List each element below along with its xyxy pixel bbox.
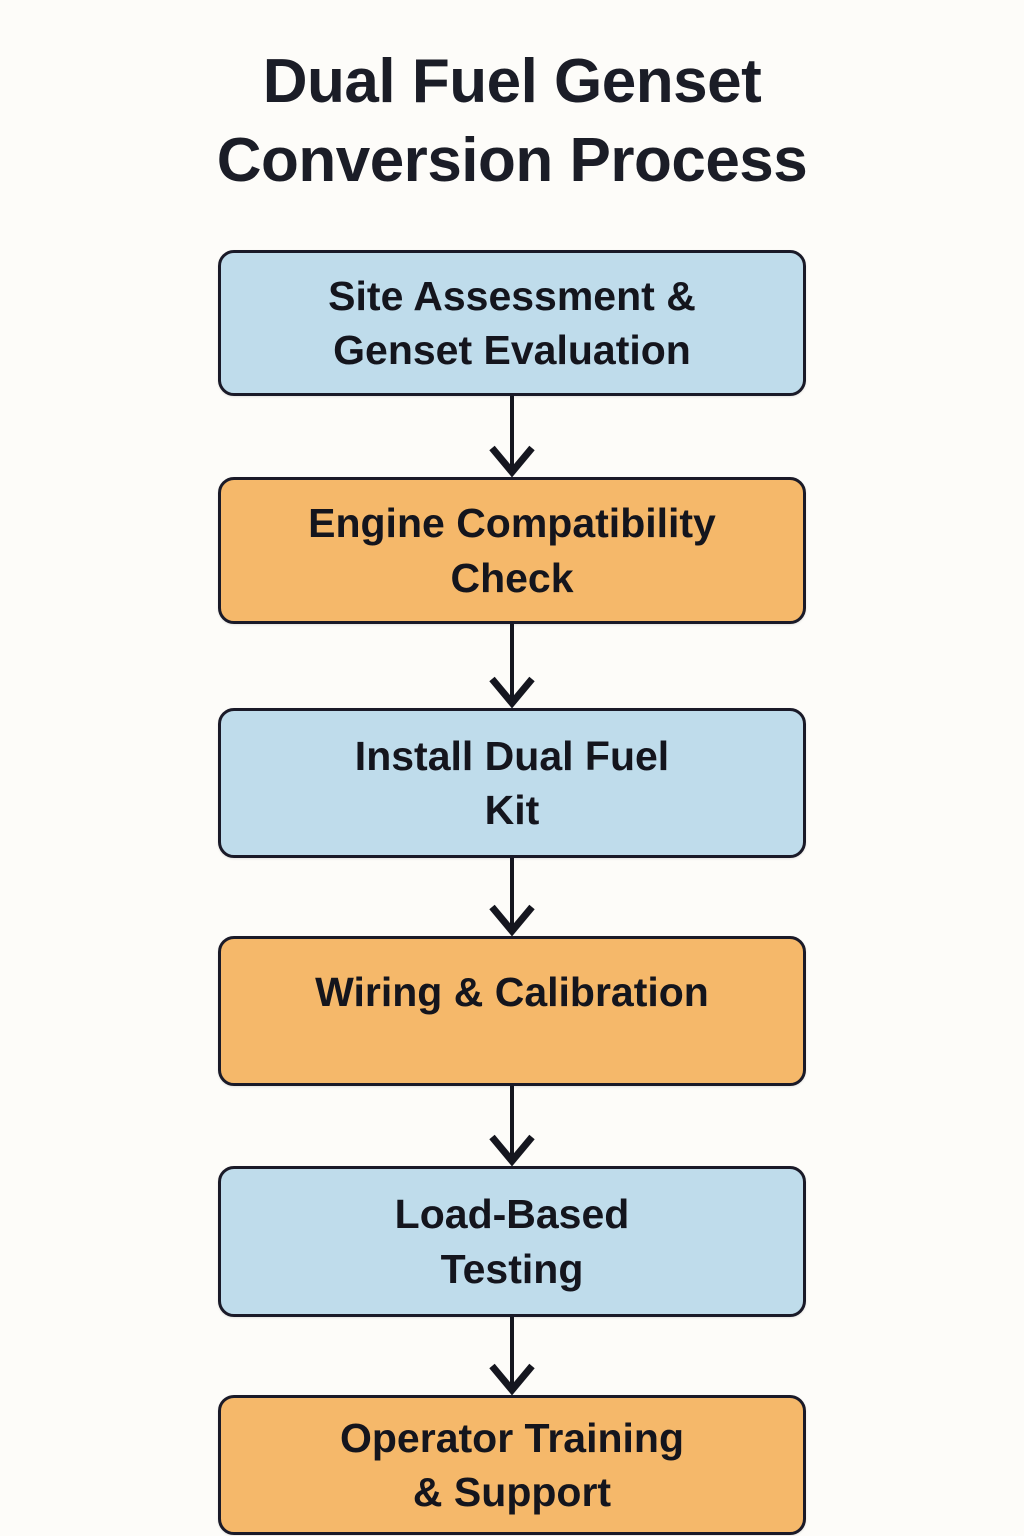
flow-arrow-2	[218, 624, 806, 708]
flow-node-step-2[interactable]: Engine Compatibility Check	[218, 477, 806, 624]
flow-node-step-6[interactable]: Operator Training & Support	[218, 1395, 806, 1535]
flow-arrow-4	[218, 1086, 806, 1166]
flow-node-label: Wiring & Calibration	[315, 969, 709, 1015]
flow-node-step-4[interactable]: Wiring & Calibration	[218, 936, 806, 1086]
flow-arrow-1	[218, 396, 806, 477]
process-flow: Site Assessment & Genset Evaluation Engi…	[218, 250, 806, 1535]
flow-arrow-3	[218, 858, 806, 936]
flow-node-label: Install Dual Fuel Kit	[354, 732, 670, 833]
flow-node-label: Site Assessment & Genset Evaluation	[328, 272, 696, 373]
flow-node-label: Engine Compatibility Check	[308, 500, 716, 601]
flow-arrow-5	[218, 1317, 806, 1395]
page-title: Dual Fuel Genset Conversion Process	[216, 47, 808, 196]
flow-node-label: Load-Based Testing	[394, 1191, 630, 1292]
flow-node-step-3[interactable]: Install Dual Fuel Kit	[218, 708, 806, 858]
flow-node-step-1[interactable]: Site Assessment & Genset Evaluation	[218, 250, 806, 396]
flow-node-step-5[interactable]: Load-Based Testing	[218, 1166, 806, 1317]
flow-node-label: Operator Training & Support	[340, 1414, 684, 1515]
